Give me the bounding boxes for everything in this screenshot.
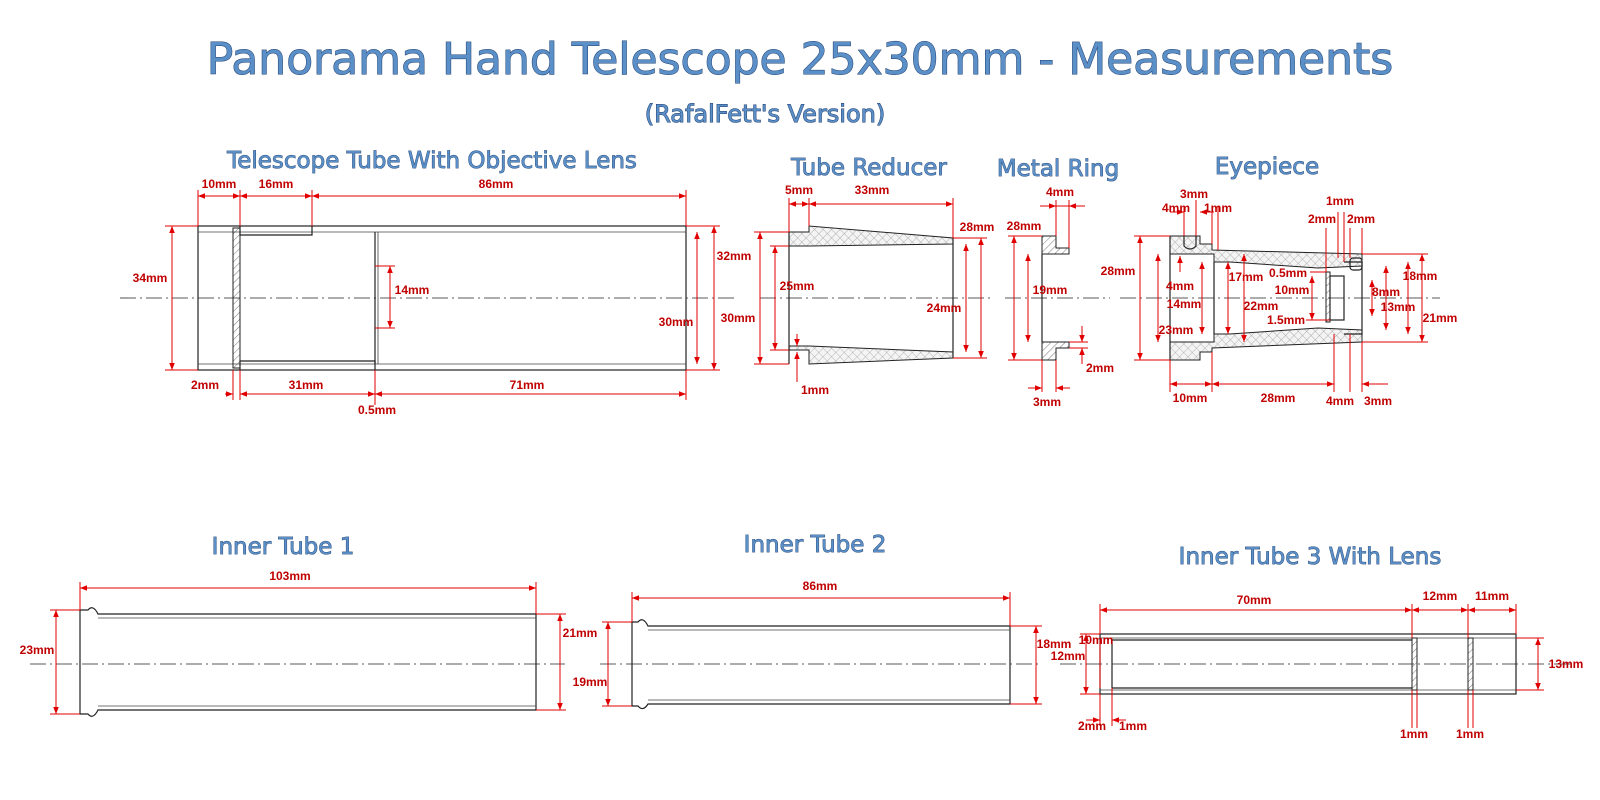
dim-ring-19mm: 19mm <box>1033 283 1068 297</box>
inner-tube-3-stop <box>1467 637 1474 691</box>
dim-eye-21mm: 21mm <box>1423 311 1458 325</box>
dim-ring-2mm: 2mm <box>1086 361 1114 375</box>
dim-eye-bottom-28mm: 28mm <box>1261 391 1296 405</box>
dim-tube-0.5mm: 0.5mm <box>358 403 396 417</box>
dim-it3-10mm: 10mm <box>1079 633 1114 647</box>
dim-eye-22mm: 22mm <box>1244 299 1279 313</box>
dim-eye-4mm: 4mm <box>1166 279 1194 293</box>
dim-eye-13mm: 13mm <box>1381 300 1416 314</box>
dim-it3-12mm-top: 12mm <box>1423 589 1458 603</box>
metal-ring-title: Metal Ring <box>997 156 1119 182</box>
dim-eye-3mm-top: 3mm <box>1180 187 1208 201</box>
dim-it2-86mm: 86mm <box>803 579 838 593</box>
page-title: Panorama Hand Telescope 25x30mm - Measur… <box>207 34 1393 85</box>
eyepiece-title: Eyepiece <box>1215 154 1319 180</box>
dim-eye-bottom-3mm: 3mm <box>1364 394 1392 408</box>
inner-tube-3-title: Inner Tube 3 With Lens <box>1179 544 1442 570</box>
dim-eye-2mm-b: 2mm <box>1347 212 1375 226</box>
eyepiece-group: Eyepiece 4mm 3mm 1mm 1mm 2mm 2mm <box>1101 154 1458 408</box>
dim-eye-23mm: 23mm <box>1159 323 1194 337</box>
dim-it3-13mm: 13mm <box>1549 657 1584 671</box>
dim-eye-28mm: 28mm <box>1101 264 1136 278</box>
dim-ring-3mm: 3mm <box>1033 395 1061 409</box>
dim-it3-12mm: 12mm <box>1051 649 1086 663</box>
dim-tube-14mm: 14mm <box>395 283 430 297</box>
dim-it3-2mm: 2mm <box>1078 719 1106 733</box>
dim-eye-1.5mm: 1.5mm <box>1267 313 1305 327</box>
dim-eye-18mm: 18mm <box>1403 269 1438 283</box>
telescope-tube-body <box>197 225 687 371</box>
dim-eye-bottom-10mm: 10mm <box>1173 391 1208 405</box>
telescope-tube-title: Telescope Tube With Objective Lens <box>226 148 637 174</box>
dim-eye-10mm: 10mm <box>1275 283 1310 297</box>
tube-reducer-group: Tube Reducer 5mm 33mm 25mm 28mm 24mm 1mm <box>754 155 994 397</box>
dim-tube-32mm: 32mm <box>717 249 752 263</box>
dim-reducer-24mm: 24mm <box>927 301 962 315</box>
ring-section-top <box>1041 235 1070 255</box>
inner-tube-1-group: Inner Tube 1 103mm 23mm 21mm <box>20 534 598 717</box>
dim-tube-34mm: 34mm <box>133 271 168 285</box>
dim-eye-bottom-4mm: 4mm <box>1326 394 1354 408</box>
dim-eye-14mm: 14mm <box>1167 297 1202 311</box>
dim-it3-1mm-b: 1mm <box>1400 727 1428 741</box>
dim-it1-21mm: 21mm <box>563 626 598 640</box>
dim-reducer-1mm: 1mm <box>801 383 829 397</box>
dim-it3-11mm: 11mm <box>1475 589 1509 603</box>
eyepiece-wall-top <box>1169 235 1363 269</box>
dim-tube-2mm: 2mm <box>191 378 219 392</box>
dim-reducer-5mm: 5mm <box>785 183 813 197</box>
dim-reducer-25mm: 25mm <box>780 279 815 293</box>
inner-tube-2-group: Inner Tube 2 86mm 19mm 18mm <box>573 532 1072 710</box>
dim-tube-71mm: 71mm <box>510 378 545 392</box>
dim-reducer-33mm: 33mm <box>855 183 890 197</box>
dim-eye-1mm-b: 1mm <box>1326 194 1354 208</box>
metal-ring-group: Metal Ring 4mm 28mm 19mm 2mm 3mm <box>996 156 1119 409</box>
dim-ring-4mm: 4mm <box>1046 185 1074 199</box>
dim-tube-10mm: 10mm <box>202 177 237 191</box>
dim-tube-16mm: 16mm <box>259 177 294 191</box>
inner-tube-2-title: Inner Tube 2 <box>744 532 887 558</box>
dim-it3-70mm: 70mm <box>1237 593 1272 607</box>
tube-reducer-title: Tube Reducer <box>790 155 947 181</box>
ring-section-bottom <box>1041 341 1070 361</box>
dim-it1-103mm: 103mm <box>269 569 310 583</box>
dim-it3-1mm-c: 1mm <box>1456 727 1484 741</box>
reducer-wall-bottom <box>788 345 954 365</box>
dim-tube-86mm: 86mm <box>479 177 514 191</box>
dim-eye-0.5mm: 0.5mm <box>1269 266 1307 280</box>
eyepiece-wall-bottom <box>1169 327 1363 361</box>
inner-tube-1-body <box>79 607 537 717</box>
dim-tube-30mm: 30mm <box>721 311 756 325</box>
dim-it3-1mm-a: 1mm <box>1119 719 1147 733</box>
dim-eye-17mm: 17mm <box>1229 270 1264 284</box>
inner-tube-1-title: Inner Tube 1 <box>212 534 355 560</box>
dim-reducer-28mm: 28mm <box>960 220 995 234</box>
dim-it1-23mm: 23mm <box>20 643 55 657</box>
dim-it1-19mm: 19mm <box>573 675 608 689</box>
dim-eye-1mm-a: 1mm <box>1204 201 1232 215</box>
inner-tube-3-lens <box>1411 637 1418 691</box>
objective-lens <box>232 227 241 369</box>
dim-tube-30mm-inner: 30mm <box>659 315 694 329</box>
dim-it2-18mm: 18mm <box>1037 637 1072 651</box>
page-subtitle: (RafalFett's Version) <box>645 100 885 128</box>
dim-eye-2mm-a: 2mm <box>1308 212 1336 226</box>
dim-eye-4mm-top: 4mm <box>1162 201 1190 215</box>
telescope-tube-group: Telescope Tube With Objective Lens 10mm … <box>120 148 755 417</box>
dim-ring-28mm: 28mm <box>1007 219 1042 233</box>
dim-tube-31mm: 31mm <box>289 378 324 392</box>
reducer-wall-top <box>788 225 954 247</box>
inner-tube-3-group: Inner Tube 3 With Lens 70mm 12mm 11mm 12… <box>1051 544 1584 741</box>
